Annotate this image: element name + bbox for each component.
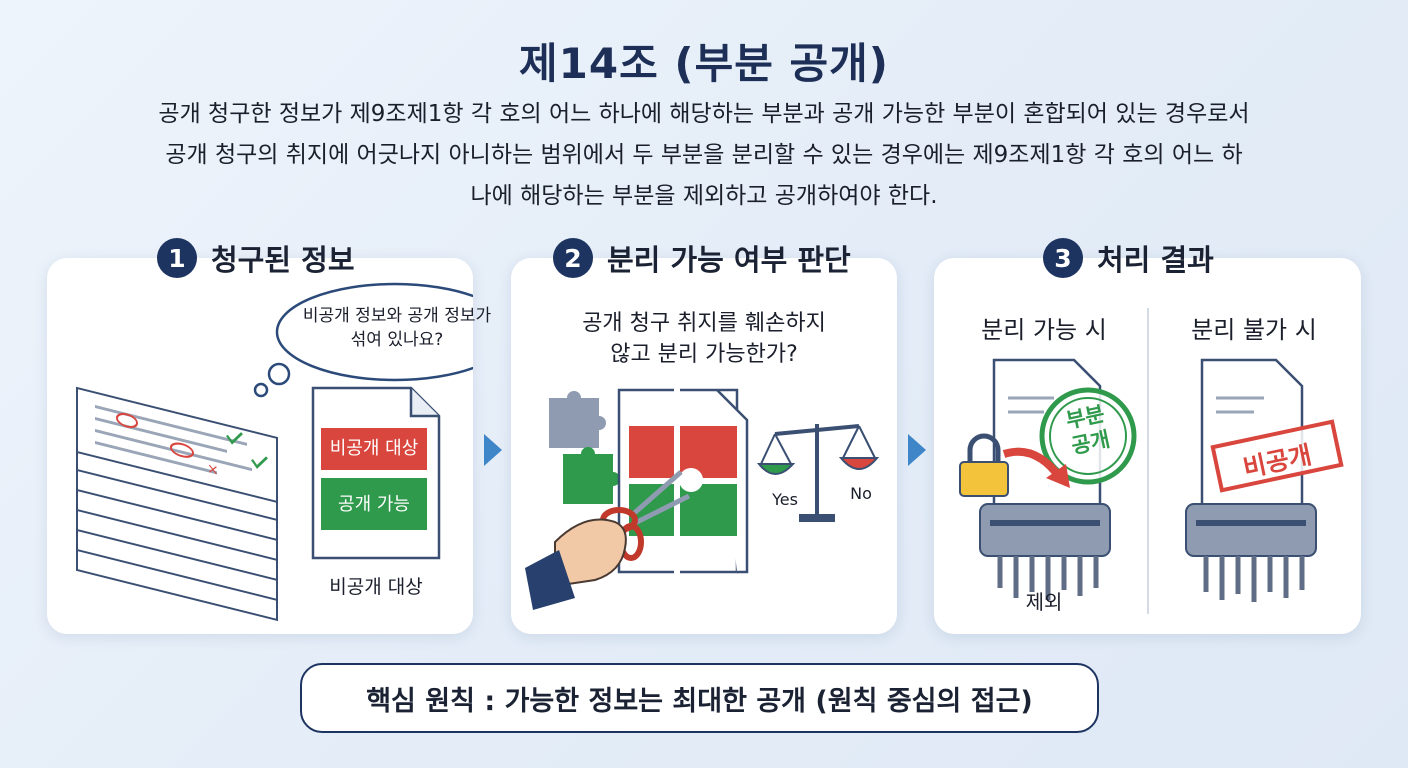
flow-arrow-icon-2 — [908, 434, 926, 466]
bubble-line-2: 섞여 있나요? — [350, 330, 444, 350]
paper-stack-icon: × — [76, 386, 278, 622]
requested-info-illustration: × — [76, 282, 515, 622]
step-1-panel: × 비공개 정보와 공개 정보가 섞여 있나요? 비공개 대상 공개 가능 비공… — [47, 258, 515, 634]
step-3-panel: 분리 가능 시 분리 불가 시 — [934, 258, 1361, 634]
balance-scale-icon — [756, 424, 880, 522]
step-1-number: 1 — [157, 238, 197, 278]
step-2-panel: 공개 청구 취지를 훼손하지 않고 분리 가능한가? — [511, 258, 897, 634]
step-1-title: 청구된 정보 — [211, 243, 355, 277]
step-2-title: 분리 가능 여부 판단 — [607, 243, 851, 277]
step-1-caption: 비공개 대상 — [329, 576, 423, 598]
hand-icon — [525, 518, 627, 610]
page-title: 제14조 (부분 공개) — [519, 39, 889, 88]
description-line-1: 공개 청구한 정보가 제9조제1항 각 호의 어느 하나에 해당하는 부분과 공… — [158, 101, 1250, 127]
partial-disclosure-stamp-icon — [1039, 387, 1137, 485]
speech-bubble-text: 비공개 정보와 공개 정보가 섞여 있나요? — [262, 304, 532, 352]
description-line-2: 공개 청구의 취지에 어긋나지 아니하는 범위에서 두 부분을 분리할 수 있는… — [165, 142, 1243, 168]
core-principle-banner: 핵심 원칙 : 가능한 정보는 최대한 공개 (원칙 중심의 접근) — [300, 663, 1099, 733]
result-illustration — [959, 308, 1344, 614]
step-2-number: 2 — [553, 238, 593, 278]
doc-label-public: 공개 가능 — [338, 494, 410, 515]
question-line-2: 않고 분리 가능한가? — [610, 342, 798, 367]
shredder-icon-right — [1185, 503, 1317, 602]
lock-icon — [959, 433, 1009, 497]
result-inseparable-title: 분리 불가 시 — [1191, 316, 1317, 344]
description-line-3: 나에 해당하는 부분을 제외하고 공개하여야 한다. — [470, 183, 938, 209]
separability-question: 공개 청구 취지를 훼손하지 않고 분리 가능한가? — [511, 308, 897, 370]
svg-text:×: × — [207, 461, 219, 480]
step-3-number: 3 — [1043, 238, 1083, 278]
scale-yes-label: Yes — [772, 490, 798, 509]
doc-label-non-public: 비공개 대상 — [329, 438, 419, 459]
puzzle-piece-icon — [549, 391, 620, 504]
question-line-1: 공개 청구 취지를 훼손하지 — [582, 311, 826, 336]
separation-illustration — [525, 386, 880, 610]
document-icon — [311, 386, 441, 560]
result-separable-title: 분리 가능 시 — [981, 316, 1107, 344]
non-disclosure-stamp-icon — [1210, 419, 1344, 493]
excluded-caption: 제외 — [1025, 590, 1063, 614]
shredder-icon-left — [979, 503, 1111, 600]
step-1-header: 1 청구된 정보 — [157, 236, 355, 280]
flow-arrow-icon-1 — [484, 434, 502, 466]
step-2-header: 2 분리 가능 여부 판단 — [553, 236, 851, 280]
scale-no-label: No — [850, 484, 872, 503]
step-3-header: 3 처리 결과 — [1043, 236, 1214, 280]
step-3-title: 처리 결과 — [1097, 243, 1214, 277]
bubble-line-1: 비공개 정보와 공개 정보가 — [302, 306, 492, 326]
curved-arrow-icon — [1002, 447, 1070, 488]
